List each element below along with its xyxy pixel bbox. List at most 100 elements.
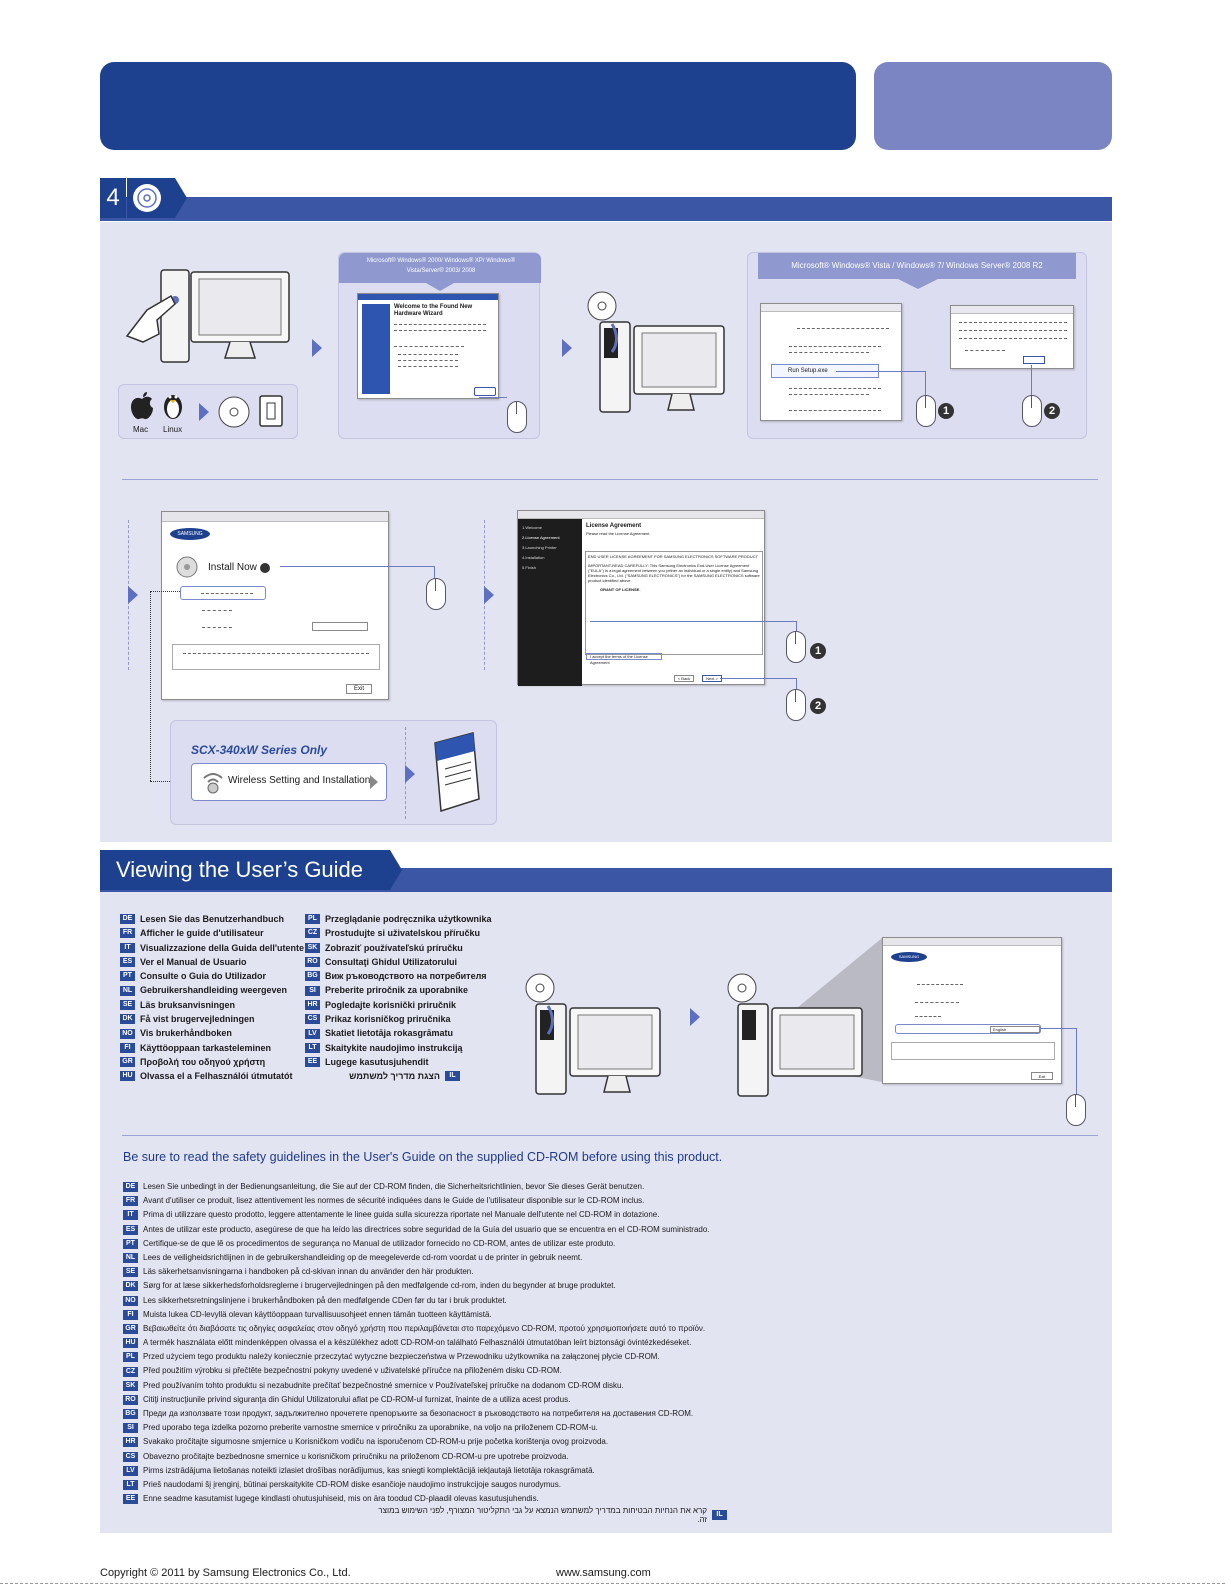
safety-text: Enne seadme kasutamist lugege kindlasti … — [143, 1494, 539, 1504]
caption-pointer — [426, 283, 454, 291]
lang-badge-hr: HR — [123, 1437, 138, 1448]
cancel-button[interactable] — [474, 387, 496, 396]
lang-badge-cz: CZ — [305, 928, 320, 939]
dotted-connector — [150, 591, 180, 592]
wireless-setting-button[interactable]: Wireless Setting and Installation — [191, 763, 387, 801]
install-now-icon — [176, 556, 198, 583]
lang-badge-no: NO — [123, 1295, 138, 1306]
accept-checkbox[interactable]: I accept the terms of the License Agreem… — [586, 653, 662, 665]
lang-badge-it: IT — [120, 942, 135, 953]
safety-text: Βεβαιωθείτε ότι διαβάσατε τις οδηγίες ασ… — [143, 1323, 706, 1333]
step-marker-2: 2 — [1044, 403, 1060, 419]
guide-language-item: HR Pogledajte korisnički priručnik — [305, 998, 492, 1012]
lang-badge-it: IT — [123, 1210, 138, 1221]
lang-badge-es: ES — [120, 957, 135, 968]
guide-title: Viewing the User’s Guide — [100, 850, 390, 890]
lang-badge-hu: HU — [123, 1338, 138, 1349]
safety-text: Läs säkerhetsanvisningarna i handboken p… — [143, 1267, 474, 1277]
step-arrow — [175, 178, 187, 218]
arrow-right-icon — [199, 403, 209, 421]
safety-item: FI Muista lukea CD-levyllä olevan käyttöo… — [123, 1308, 710, 1322]
lang-badge-fi: FI — [123, 1309, 138, 1320]
lang-badge-nl: NL — [120, 985, 135, 996]
language-dropdown[interactable] — [312, 622, 368, 631]
dotted-connector — [150, 591, 151, 781]
guide-language-text: Przeglądanie podręcznika użytkownika — [325, 914, 492, 924]
lang-badge-ee: EE — [305, 1057, 320, 1068]
mouse-click-icon — [1066, 1094, 1086, 1126]
lang-badge-dk: DK — [120, 1014, 135, 1025]
guide-language-text: Pogledajte korisnički priručnik — [325, 999, 457, 1010]
users-guide-option[interactable]: English — [895, 1024, 1041, 1034]
allow-button[interactable] — [1023, 356, 1045, 364]
description-box — [172, 644, 380, 670]
safety-text: Antes de utilizar este producto, asegúre… — [143, 1224, 710, 1234]
vista-caption-banner — [758, 253, 1076, 279]
lang-badge-bg: BG — [123, 1409, 138, 1420]
sidebar-step-1: 1.Welcome — [522, 525, 542, 530]
divider — [122, 479, 1098, 480]
safety-text: Pirms izstrādājuma lietošanas noteikti i… — [143, 1465, 595, 1475]
lang-badge-hr: HR — [305, 999, 320, 1010]
divider — [122, 1135, 1098, 1136]
description-box — [891, 1042, 1055, 1060]
guide-language-text: Προβολή του οδηγού χρήστη — [140, 1056, 266, 1067]
linux-label: Linux — [163, 425, 183, 434]
section-bar — [100, 197, 1112, 221]
license-text-box[interactable]: END USER LICENSE AGREEMENT FOR SAMSUNG E… — [585, 551, 763, 655]
exit-button[interactable]: Exit — [346, 684, 372, 694]
safety-text: Certifique-se de que lê os procedimentos… — [143, 1238, 616, 1248]
safety-il-row: קרא את הנחיות הבטיחות במדריך למשתמש הנמצ… — [375, 1506, 727, 1524]
windows-xp-card: Microsoft® Windows® 2000/ Windows® XP/ W… — [338, 252, 541, 439]
guide-language-text: Zobraziť používateľskú príručku — [325, 942, 463, 953]
safety-text: Prieš naudodami šį įrenginį, būtinai per… — [143, 1479, 561, 1489]
guide-installer-window: SAMSUNG English Exit — [882, 937, 1062, 1084]
step-marker-1: 1 — [938, 403, 954, 419]
lang-badge-es: ES — [123, 1224, 138, 1235]
lang-badge-no: NO — [120, 1028, 135, 1039]
license-heading: License Agreement — [586, 523, 642, 529]
safety-text: Muista lukea CD-levyllä olevan käyttöopp… — [143, 1309, 492, 1319]
caption-pointer — [898, 279, 938, 289]
back-button[interactable]: < Back — [674, 675, 694, 682]
samsung-logo: SAMSUNG — [891, 952, 927, 962]
arrow-right-icon — [312, 339, 322, 357]
lang-badge-lt: LT — [305, 1042, 320, 1053]
mouse-click-icon — [786, 631, 806, 663]
guide-language-text: Consulte o Guia do Utilizador — [140, 971, 266, 982]
samsung-installer-window: SAMSUNG Install Now Exit — [161, 511, 389, 700]
insert-cd-illustration — [518, 970, 668, 1102]
wireless-icon — [198, 768, 228, 803]
next-button[interactable]: Next > — [702, 675, 722, 682]
language-dropdown[interactable]: English — [990, 1026, 1040, 1033]
install-now-label[interactable]: Install Now — [208, 562, 257, 573]
safety-text: Lees de veiligheidsrichtlijnen in de geb… — [143, 1252, 583, 1262]
wireless-option[interactable] — [180, 586, 266, 600]
lang-badge-ro: RO — [123, 1394, 138, 1405]
exit-button[interactable]: Exit — [1031, 1072, 1053, 1080]
header-side-banner — [874, 62, 1112, 150]
